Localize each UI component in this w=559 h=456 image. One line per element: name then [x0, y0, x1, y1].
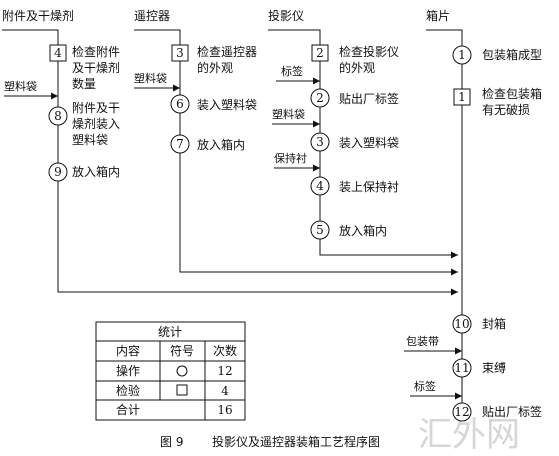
- input-plastic-bag-label: 塑料袋: [272, 107, 305, 121]
- table-cell: 16: [217, 403, 232, 417]
- step-label: 附件及干: [72, 101, 120, 115]
- step-label: 检查包装箱: [482, 86, 542, 101]
- table-cell: 4: [221, 384, 229, 398]
- step-label: 贴出厂标签: [339, 91, 399, 106]
- step-number: 2: [316, 91, 324, 105]
- step-label: 束缚: [482, 361, 506, 375]
- step-label: 的外观: [339, 60, 375, 75]
- input-remote-label: 遥控器: [134, 9, 170, 23]
- input-label-tag: 标签: [414, 379, 436, 393]
- input-projector-label: 投影仪: [268, 8, 304, 23]
- flow-line-to-main: [179, 153, 458, 276]
- flow-line: [426, 29, 463, 46]
- flow-line-to-main: [57, 181, 458, 296]
- step-number: 11: [454, 361, 469, 375]
- flow-line: [268, 29, 321, 45]
- step-label: 装上保持衬: [339, 179, 399, 194]
- circle-symbol-icon: [176, 365, 188, 377]
- table-title: 统计: [158, 325, 182, 339]
- step-number: 6: [176, 97, 184, 111]
- statistics-table: 统计 内容 符号 次数 操作 12 检验 4 合计 16: [95, 321, 246, 421]
- step-label: 的外观: [197, 60, 233, 75]
- step-label: 装入塑料袋: [197, 97, 257, 112]
- table-cell: 检验: [116, 383, 140, 398]
- step-label: 装入塑料袋: [339, 135, 399, 150]
- table-cell: 操作: [116, 363, 140, 378]
- input-strap-label: 包装带: [406, 335, 439, 348]
- table-border: [95, 321, 246, 421]
- figure-title: 投影仪及遥控器装箱工艺程序图: [212, 434, 380, 449]
- step-number: 12: [454, 405, 469, 419]
- step-number: 9: [54, 165, 62, 179]
- step-number: 1: [458, 90, 466, 104]
- input-box-piece-label: 箱片: [426, 8, 450, 23]
- flow-line-to-main: [319, 239, 458, 259]
- step-number: 8: [54, 109, 62, 123]
- step-label: 贴出厂标签: [482, 404, 542, 419]
- step-number: 3: [316, 135, 324, 149]
- input-plastic-bag-label: 塑料袋: [134, 71, 167, 85]
- table-cell: 12: [217, 364, 232, 378]
- square-symbol-icon: [176, 384, 188, 396]
- step-label: 有无破损: [482, 102, 530, 117]
- input-label-tag: 标签: [281, 64, 303, 78]
- table-header: 符号: [170, 343, 194, 358]
- operation-circle: [452, 402, 472, 422]
- step-label: 检查投影仪: [339, 44, 399, 59]
- step-label: 放入箱内: [197, 137, 245, 152]
- step-label: 封箱: [482, 316, 506, 331]
- watermark: 汇外网: [418, 415, 520, 455]
- step-label: 检查遥控器: [197, 44, 257, 59]
- step-label: 检查附件: [72, 44, 120, 59]
- input-accessories-label: 附件及干燥剂: [2, 8, 74, 23]
- step-label: 及干燥剂: [72, 60, 120, 75]
- step-number: 4: [54, 46, 62, 60]
- table-header: 内容: [116, 343, 140, 358]
- table-cell: 合计: [116, 402, 140, 417]
- input-plastic-bag-label: 塑料袋: [4, 79, 37, 93]
- input-holder-label: 保持衬: [274, 151, 307, 165]
- step-number: 2: [316, 46, 324, 60]
- step-label: 包装箱成型: [482, 47, 542, 62]
- flow-line: [2, 29, 59, 45]
- step-number: 4: [316, 179, 324, 193]
- step-label: 数量: [72, 76, 96, 91]
- table-header: 次数: [213, 343, 237, 358]
- step-label: 放入箱内: [339, 223, 387, 238]
- step-number: 5: [316, 223, 324, 237]
- step-number: 10: [454, 317, 469, 331]
- step-number: 1: [458, 48, 466, 62]
- flow-line: [134, 29, 181, 45]
- step-label: 放入箱内: [72, 164, 120, 179]
- figure-number: 图 9: [160, 435, 183, 449]
- step-number: 7: [176, 137, 184, 151]
- step-number: 3: [176, 46, 184, 60]
- step-label: 燥剂装入: [72, 116, 120, 131]
- step-label: 塑料袋: [72, 132, 108, 147]
